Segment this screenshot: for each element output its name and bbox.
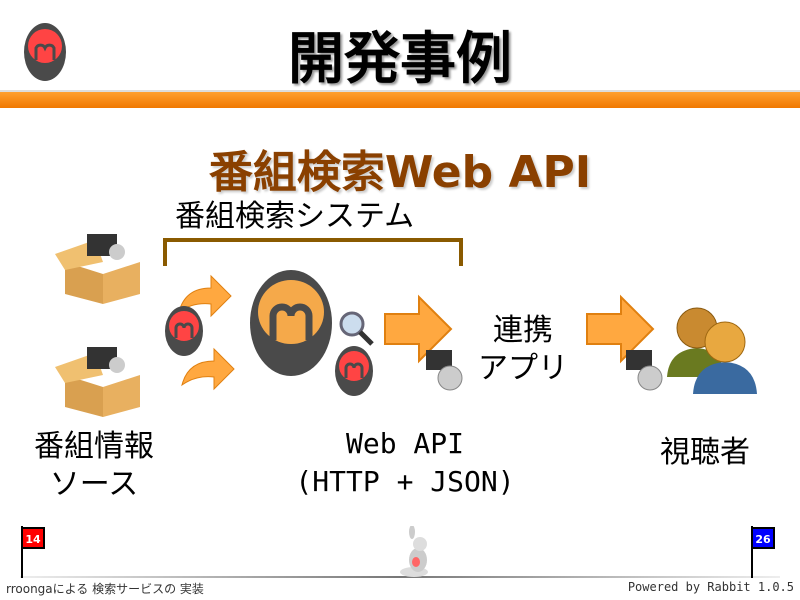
source-label-line: ソース xyxy=(49,467,139,502)
bracket xyxy=(163,238,463,266)
total-flag-pole xyxy=(751,526,753,578)
footer-title: rroongaによる 検索サービスの 実装 xyxy=(6,582,204,596)
api-label: Web API (HTTP + JSON) xyxy=(290,425,520,501)
arrow-right-icon xyxy=(384,294,453,364)
api-label-line: (HTTP + JSON) xyxy=(295,465,515,498)
rabbit-icon xyxy=(400,526,428,577)
groonga-logo-icon xyxy=(335,346,373,396)
curved-arrow-icon xyxy=(181,347,235,391)
box-icon xyxy=(55,234,140,304)
title-bar xyxy=(0,90,800,108)
viewer-label: 視聴者 xyxy=(660,435,750,470)
total-pages-flag: 26 xyxy=(751,527,775,549)
app-label-line: 連携 xyxy=(493,313,553,348)
groonga-logo-icon xyxy=(165,306,203,356)
film-icon xyxy=(626,350,663,391)
current-flag-pole xyxy=(21,526,23,578)
app-label-line: アプリ xyxy=(478,351,568,386)
film-icon xyxy=(426,350,463,391)
slide-title: 開発事例 xyxy=(288,27,512,92)
magnifier-icon xyxy=(339,311,374,346)
arrow-right-icon xyxy=(586,294,655,364)
app-label: 連携アプリ xyxy=(478,312,568,388)
groonga-large-logo-icon xyxy=(250,270,332,376)
footer-powered-by: Powered by Rabbit 1.0.5 xyxy=(627,580,794,594)
curved-arrow-icon xyxy=(178,274,232,318)
users-icon xyxy=(667,307,757,394)
groonga-logo-icon xyxy=(24,23,66,81)
source-label-line: 番組情報 xyxy=(34,429,154,464)
source-label: 番組情報ソース xyxy=(34,428,154,504)
progress-line xyxy=(20,576,780,578)
slide-subtitle: 番組検索Web API xyxy=(208,147,592,198)
current-page-flag: 14 xyxy=(21,527,45,549)
system-label: 番組検索システム xyxy=(175,199,415,234)
box-icon xyxy=(55,347,140,417)
api-label-line: Web API xyxy=(345,427,464,460)
